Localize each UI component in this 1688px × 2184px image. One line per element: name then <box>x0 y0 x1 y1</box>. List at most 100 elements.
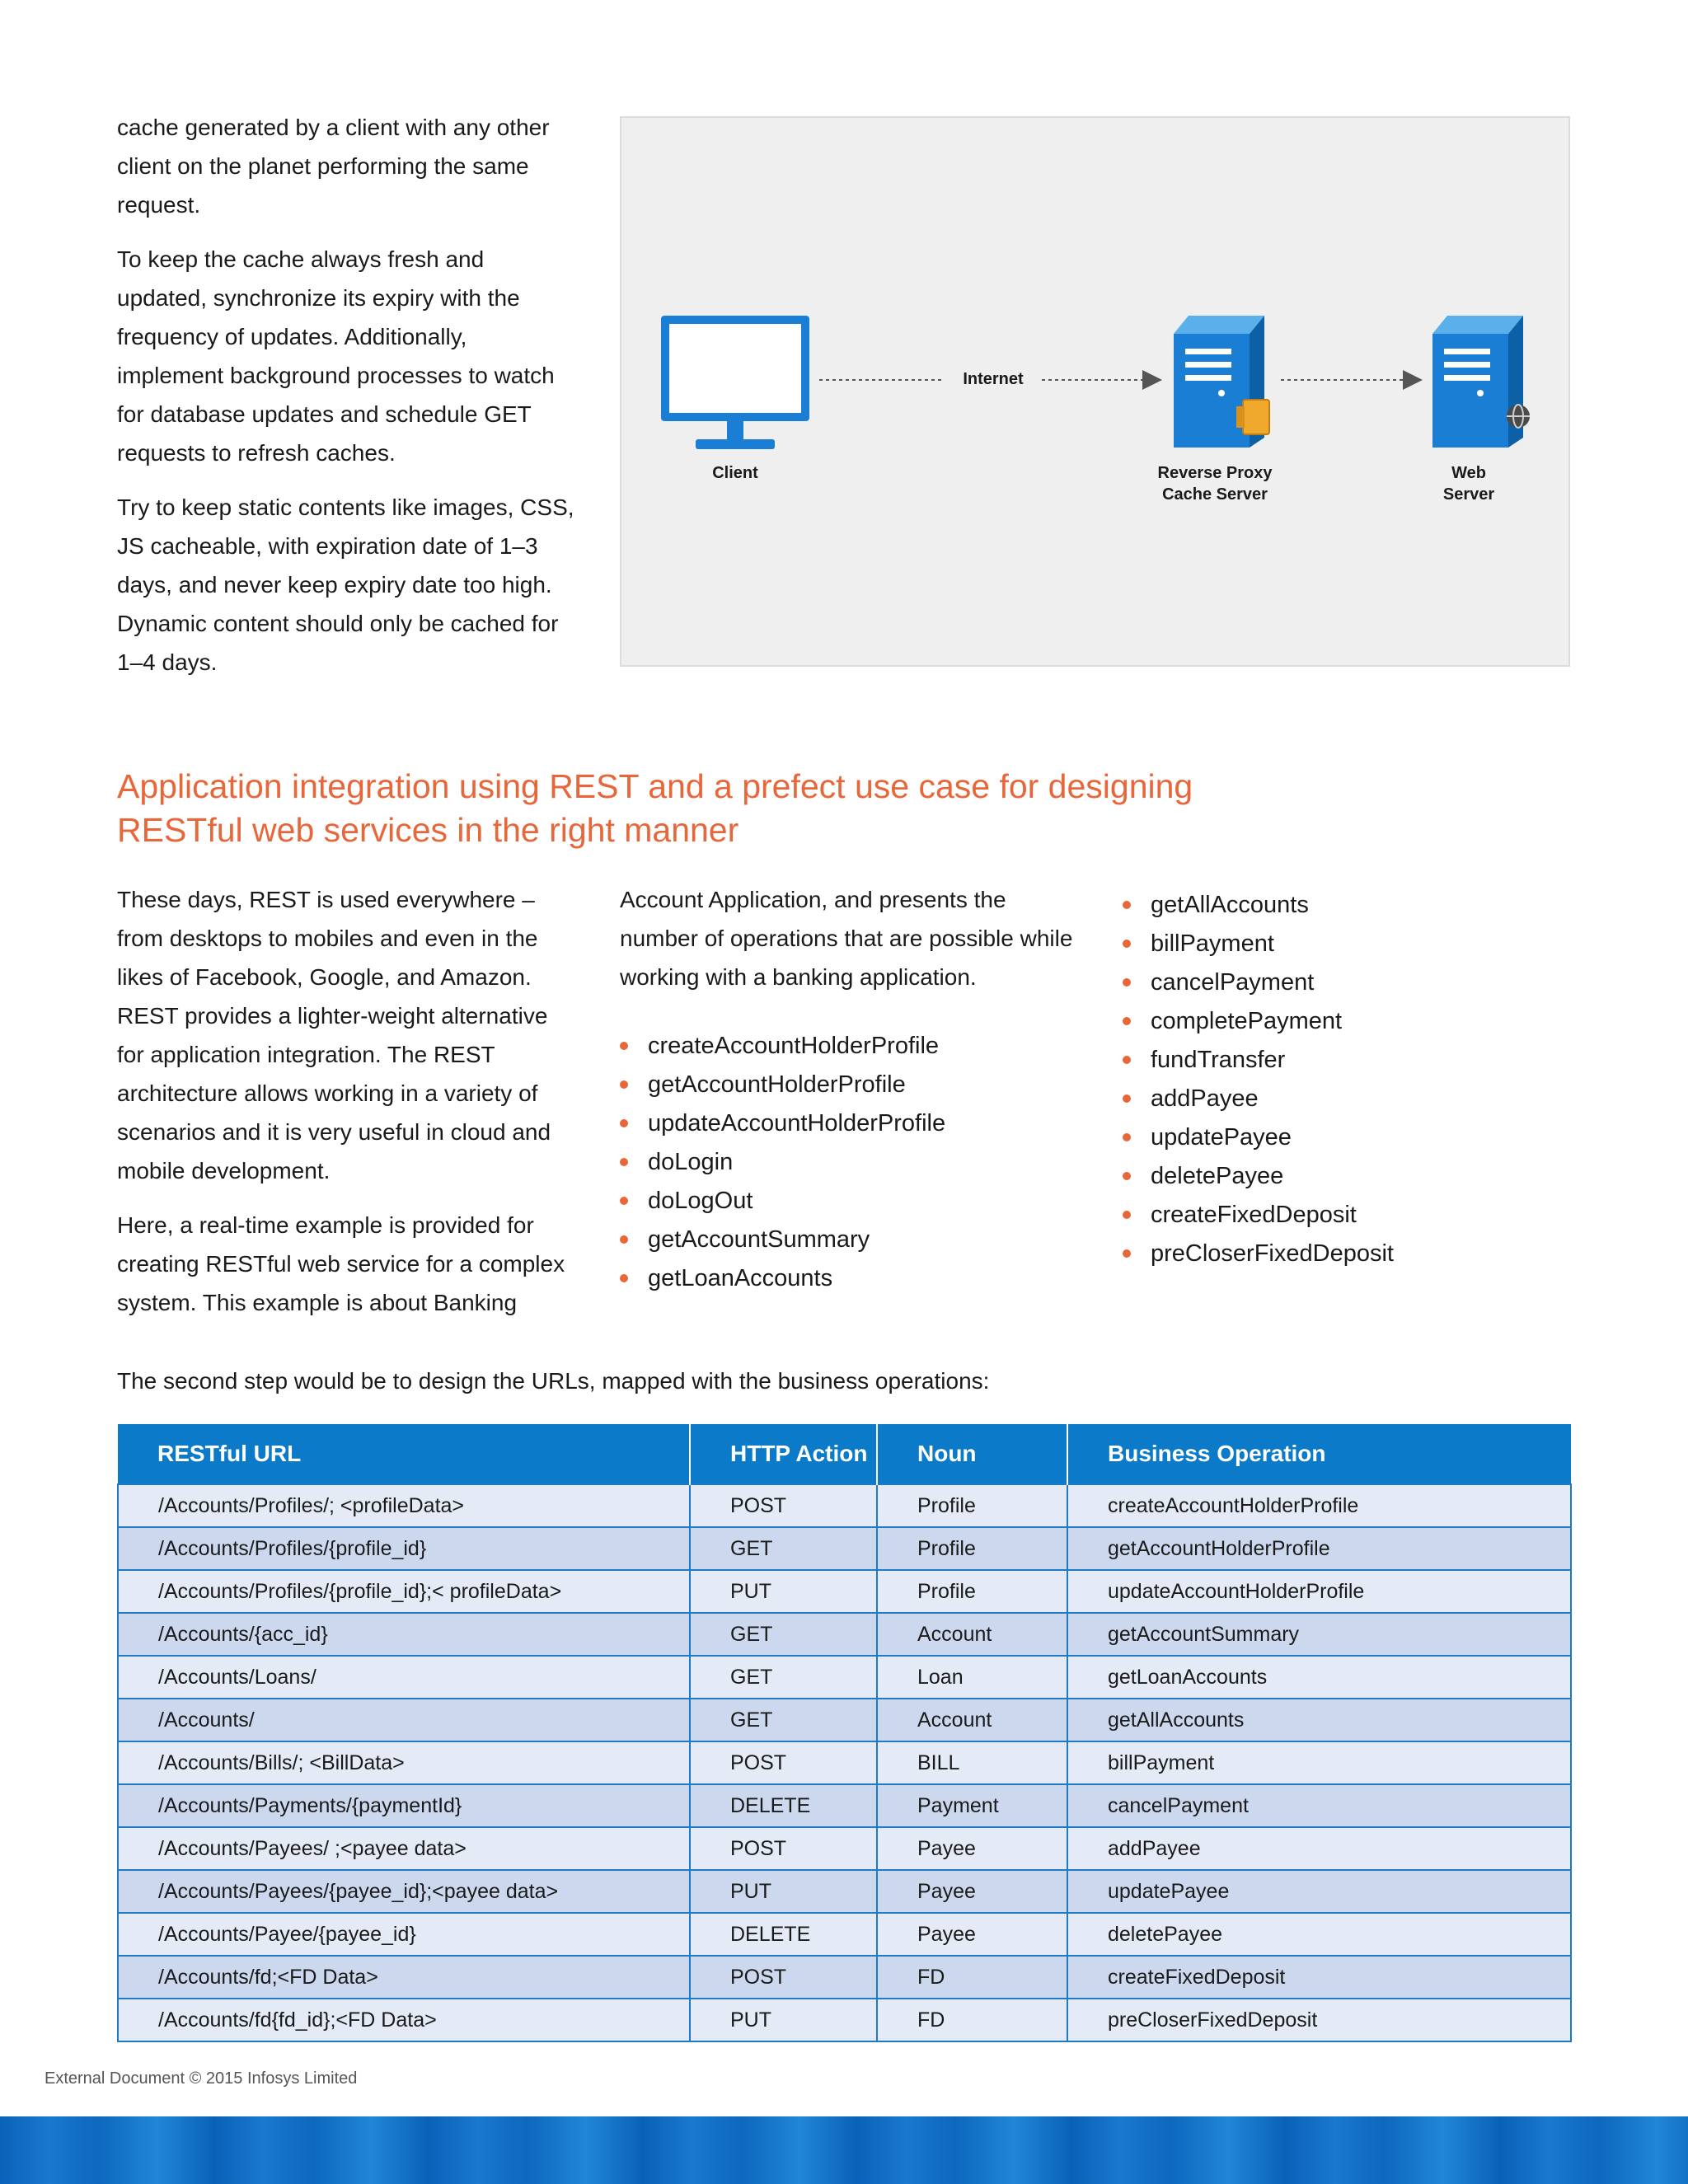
footer-copyright: External Document © 2015 Infosys Limited <box>45 2069 358 2088</box>
table-cell: Payment <box>876 1783 1068 1828</box>
table-header-row: RESTful URL HTTP Action Noun Business Op… <box>118 1424 1571 1484</box>
table-cell: FD <box>876 1998 1068 2042</box>
table-cell: Profile <box>876 1569 1068 1614</box>
table-cell: /Accounts/Payee/{payee_id} <box>117 1912 691 1957</box>
table-cell: Account <box>876 1698 1068 1742</box>
table-cell: updatePayee <box>1067 1869 1572 1914</box>
table-cell: /Accounts/Payments/{paymentId} <box>117 1783 691 1828</box>
intro-text-block: cache generated by a client with any oth… <box>117 108 579 697</box>
column-header: RESTful URL <box>118 1424 690 1484</box>
list-item: fundTransfer <box>1123 1041 1394 1080</box>
web-server-label: Web Server <box>1419 462 1518 505</box>
footer-band <box>0 2116 1688 2184</box>
list-item: doLogOut <box>620 1182 945 1221</box>
globe-icon <box>1507 404 1530 429</box>
table-cell: /Accounts/Profiles/{profile_id};< profil… <box>117 1569 691 1614</box>
list-item: updatePayee <box>1123 1118 1394 1157</box>
column-1-text: These days, REST is used everywhere – fr… <box>117 880 579 1338</box>
table-row: /Accounts/Loans/ GET Loan getLoanAccount… <box>117 1655 1572 1699</box>
table-row: /Accounts/Profiles/{profile_id};< profil… <box>117 1569 1572 1614</box>
table-cell: /Accounts/Profiles/; <profileData> <box>117 1483 691 1528</box>
table-cell: Account <box>876 1612 1068 1657</box>
reverse-proxy-diagram: Internet Client Reverse Proxy Cache Serv… <box>620 116 1570 667</box>
body-paragraph: Account Application, and presents the nu… <box>620 887 1073 990</box>
table-row: /Accounts/Payees/ ;<payee data> POST Pay… <box>117 1826 1572 1871</box>
column-header: Business Operation <box>1067 1424 1571 1484</box>
table-cell: DELETE <box>689 1783 878 1828</box>
lock-icon <box>1236 399 1270 435</box>
column-header: Noun <box>876 1424 1067 1484</box>
table-row: /Accounts/Profiles/{profile_id} GET Prof… <box>117 1526 1572 1571</box>
operations-list-1: createAccountHolderProfile getAccountHol… <box>620 1027 945 1298</box>
list-item: doLogin <box>620 1143 945 1182</box>
diagram-graphic <box>661 316 1530 449</box>
table-cell: DELETE <box>689 1912 878 1957</box>
table-cell: FD <box>876 1955 1068 1999</box>
table-cell: GET <box>689 1655 878 1699</box>
table-cell: billPayment <box>1067 1741 1572 1785</box>
table-cell: createFixedDeposit <box>1067 1955 1572 1999</box>
table-row: /Accounts/fd;<FD Data> POST FD createFix… <box>117 1955 1572 1999</box>
table-cell: /Accounts/fd{fd_id};<FD Data> <box>117 1998 691 2042</box>
table-cell: Profile <box>876 1483 1068 1528</box>
table-cell: getAccountSummary <box>1067 1612 1572 1657</box>
table-cell: POST <box>689 1741 878 1785</box>
client-monitor-icon <box>661 316 809 449</box>
table-cell: Loan <box>876 1655 1068 1699</box>
web-label-line: Web <box>1451 464 1486 482</box>
table-cell: preCloserFixedDeposit <box>1067 1998 1572 2042</box>
table-cell: POST <box>689 1483 878 1528</box>
table-intro: The second step would be to design the U… <box>117 1368 990 1394</box>
table-cell: Payee <box>876 1912 1068 1957</box>
column-header: HTTP Action <box>689 1424 877 1484</box>
table-row: /Accounts/Profiles/; <profileData> POST … <box>117 1483 1572 1528</box>
table-cell: /Accounts/Profiles/{profile_id} <box>117 1526 691 1571</box>
table-cell: /Accounts/Loans/ <box>117 1655 691 1699</box>
table-cell: BILL <box>876 1741 1068 1785</box>
table-cell: GET <box>689 1698 878 1742</box>
list-item: cancelPayment <box>1123 963 1394 1002</box>
list-item: createAccountHolderProfile <box>620 1027 945 1066</box>
list-item: billPayment <box>1123 925 1394 963</box>
table-cell: Payee <box>876 1826 1068 1871</box>
table-row: /Accounts/{acc_id} GET Account getAccoun… <box>117 1612 1572 1657</box>
list-item: getLoanAccounts <box>620 1259 945 1298</box>
table-cell: GET <box>689 1612 878 1657</box>
intro-paragraph: cache generated by a client with any oth… <box>117 115 550 218</box>
table-cell: getAccountHolderProfile <box>1067 1526 1572 1571</box>
list-item: getAllAccounts <box>1123 886 1394 925</box>
table-row: /Accounts/ GET Account getAllAccounts <box>117 1698 1572 1742</box>
table-cell: deletePayee <box>1067 1912 1572 1957</box>
proxy-label: Reverse Proxy Cache Server <box>1132 462 1297 505</box>
table-cell: PUT <box>689 1569 878 1614</box>
web-server-icon <box>1432 316 1523 448</box>
url-mapping-table: RESTful URL HTTP Action Noun Business Op… <box>117 1424 1572 2042</box>
table-cell: addPayee <box>1067 1826 1572 1871</box>
table-cell: cancelPayment <box>1067 1783 1572 1828</box>
table-cell: getLoanAccounts <box>1067 1655 1572 1699</box>
table-row: /Accounts/Payee/{payee_id} DELETE Payee … <box>117 1912 1572 1957</box>
column-2-text: Account Application, and presents the nu… <box>620 880 1081 1012</box>
list-item: updateAccountHolderProfile <box>620 1104 945 1143</box>
table-cell: Profile <box>876 1526 1068 1571</box>
table-cell: getAllAccounts <box>1067 1698 1572 1742</box>
body-paragraph: These days, REST is used everywhere – fr… <box>117 887 551 1183</box>
client-label: Client <box>712 464 758 482</box>
list-item: completePayment <box>1123 1002 1394 1041</box>
table-cell: PUT <box>689 1998 878 2042</box>
table-cell: /Accounts/fd;<FD Data> <box>117 1955 691 1999</box>
table-cell: POST <box>689 1826 878 1871</box>
table-cell: createAccountHolderProfile <box>1067 1483 1572 1528</box>
table-cell: /Accounts/ <box>117 1698 691 1742</box>
table-row: /Accounts/fd{fd_id};<FD Data> PUT FD pre… <box>117 1998 1572 2042</box>
table-cell: GET <box>689 1526 878 1571</box>
list-item: createFixedDeposit <box>1123 1196 1394 1235</box>
table-cell: POST <box>689 1955 878 1999</box>
list-item: addPayee <box>1123 1080 1394 1118</box>
list-item: deletePayee <box>1123 1157 1394 1196</box>
section-heading: Application integration using REST and a… <box>117 767 1193 849</box>
intro-paragraph: To keep the cache always fresh and updat… <box>117 246 555 466</box>
list-item: getAccountSummary <box>620 1221 945 1259</box>
proxy-label-line: Reverse Proxy <box>1157 464 1273 482</box>
internet-label: Internet <box>950 368 1037 390</box>
